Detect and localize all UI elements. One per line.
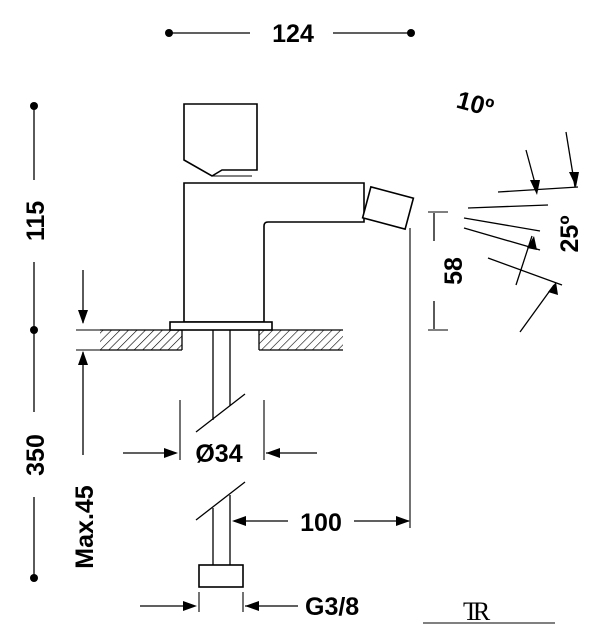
brand-logo: TR xyxy=(423,597,555,626)
dimension-connection: G3/8 xyxy=(140,592,359,621)
label-angle-spout: 25º xyxy=(556,216,584,253)
dimension-hole-diameter: Ø34 xyxy=(123,400,317,468)
label-angle-handle: 10º xyxy=(454,86,497,123)
faucet-body xyxy=(169,103,415,331)
label-reach: 100 xyxy=(300,509,342,537)
label-height-total: 350 xyxy=(22,434,50,476)
dimension-max-thickness: Max.45 xyxy=(71,270,100,569)
label-max-thickness: Max.45 xyxy=(71,485,99,568)
label-height-upper: 115 xyxy=(22,201,50,241)
svg-text:TR: TR xyxy=(463,597,491,626)
label-outlet-height: 58 xyxy=(440,257,468,285)
label-hole-diameter: Ø34 xyxy=(195,440,242,468)
dimension-overall-width: 124 xyxy=(165,20,415,48)
counter-top xyxy=(100,329,343,351)
label-connection: G3/8 xyxy=(305,593,359,621)
dimension-heights: 115 350 xyxy=(22,102,50,582)
angle-annotations: 10º 25º xyxy=(454,86,584,333)
supply-pipe xyxy=(195,330,246,588)
dimension-reach: 100 xyxy=(232,228,411,537)
dimension-outlet-height: 58 xyxy=(428,211,468,331)
label-overall-width: 124 xyxy=(272,20,314,48)
